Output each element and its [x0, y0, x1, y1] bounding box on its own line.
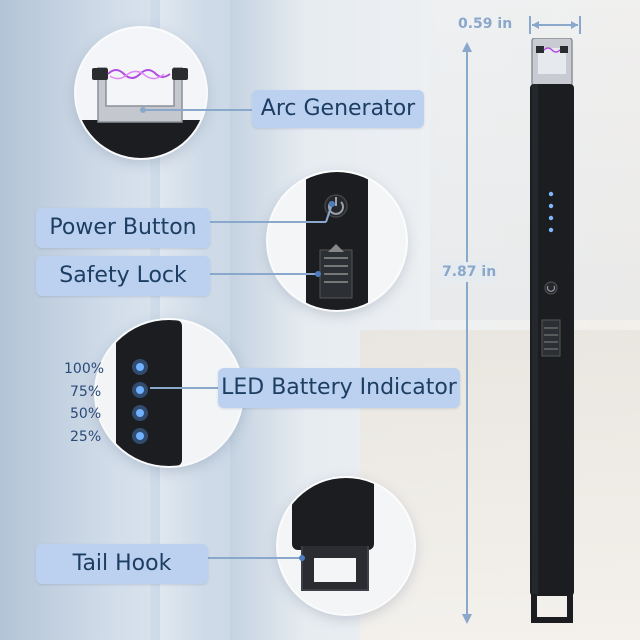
width-dimension-arrow	[529, 16, 581, 34]
battery-level-75: 75%	[70, 384, 102, 400]
arc-generator-leader-line	[140, 107, 258, 113]
battery-level-25: 25%	[70, 429, 102, 445]
tail-hook-detail	[278, 478, 414, 614]
led-indicator-detail	[96, 320, 242, 466]
power-button-label: Power Button	[36, 208, 210, 248]
led-indicator-leader-line	[150, 387, 222, 389]
tail-hook-label: Tail Hook	[36, 544, 208, 584]
length-dimension-arrow	[462, 42, 472, 624]
led-indicator-label: LED Battery Indicator	[218, 368, 460, 408]
width-dimension-text: 0.59 in	[458, 16, 513, 32]
power-button-leader-line	[208, 201, 335, 223]
battery-level-50: 50%	[70, 406, 102, 422]
power-safety-detail	[268, 172, 406, 310]
battery-level-100: 100%	[64, 361, 105, 377]
safety-lock-leader-line	[208, 271, 321, 277]
length-dimension-text: 7.87 in	[440, 262, 499, 282]
safety-lock-label: Safety Lock	[36, 256, 210, 296]
arc-generator-label: Arc Generator	[252, 90, 424, 128]
tail-hook-leader-line	[206, 555, 305, 561]
lighter-full-view	[522, 37, 586, 626]
arc-generator-detail	[76, 28, 206, 158]
